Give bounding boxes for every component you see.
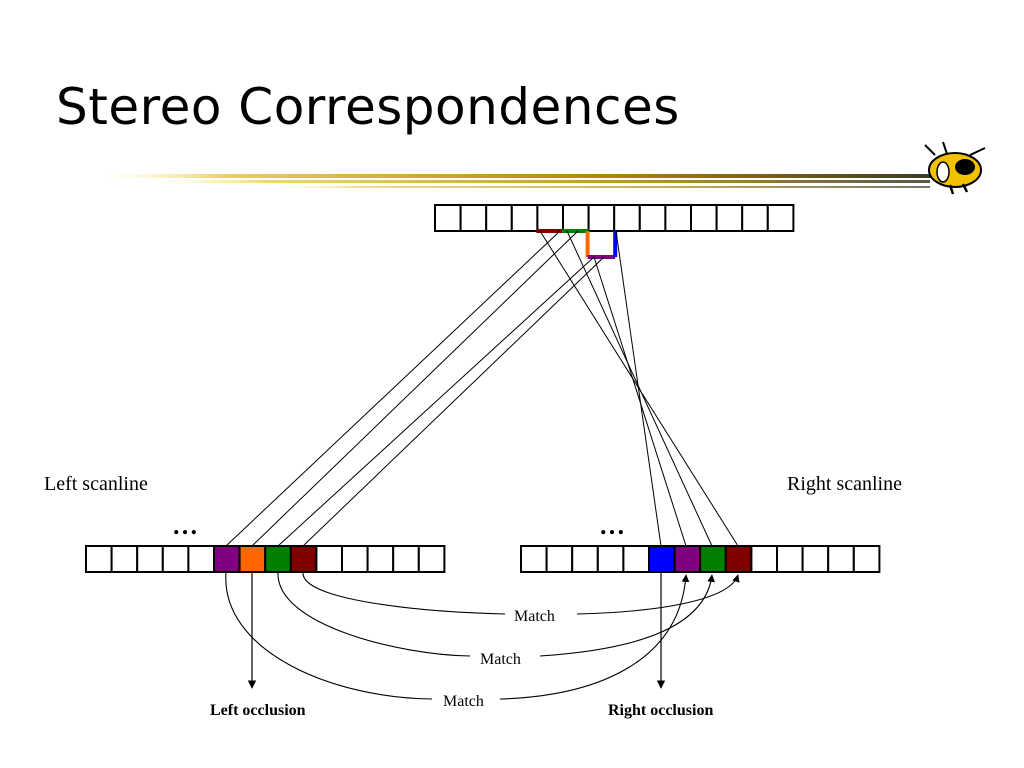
right-scanline-cell — [801, 545, 830, 573]
top-scanline-cell — [587, 204, 616, 232]
left-scanline-cell — [289, 545, 318, 573]
match-curve — [302, 572, 738, 615]
right-scanline-cell — [699, 545, 727, 573]
left-scanline-cell — [213, 545, 241, 573]
top-scanline-cell — [741, 204, 769, 232]
slide-title: Stereo Correspondences — [56, 78, 680, 136]
top-scanline-cell — [638, 204, 667, 232]
projection-line — [251, 230, 579, 547]
right-scanline-cell — [545, 545, 574, 573]
left-ellipsis: … — [172, 511, 198, 540]
left-scanline-cell — [366, 545, 395, 573]
match-label-1: Match — [514, 608, 555, 625]
top-scanline-cell — [459, 204, 488, 232]
projection-line — [225, 230, 561, 547]
right-occlusion-label: Right occlusion — [608, 702, 713, 719]
right-scanline-cell — [750, 545, 779, 573]
left-occlusion-label: Left occlusion — [210, 702, 306, 719]
right-scanline-cell — [724, 545, 753, 573]
match-curve — [277, 572, 712, 657]
right-ellipsis: … — [599, 511, 625, 540]
match-label-3: Match — [443, 693, 484, 710]
left-scanline-cell — [264, 545, 292, 573]
top-scanline-cell — [510, 204, 539, 232]
right-scanline-cell — [571, 545, 599, 573]
projection-line — [277, 256, 595, 547]
left-scanline-label: Left scanline — [44, 473, 148, 495]
top-scanline-cell — [766, 204, 795, 232]
left-scanline-cell — [417, 545, 446, 573]
left-scanline-cell — [238, 545, 267, 573]
yellow-jacket-mascot-icon — [924, 141, 986, 195]
right-scanline-cell — [596, 545, 625, 573]
right-scanline-label: Right scanline — [787, 473, 902, 495]
left-scanline-cell — [315, 545, 343, 573]
left-scanline-cell — [187, 545, 215, 573]
top-scanline-cell — [613, 204, 641, 232]
left-scanline-cell — [341, 545, 369, 573]
top-scanline-cell — [536, 204, 565, 232]
right-scanline-cell — [852, 545, 881, 573]
top-scanline-cell — [562, 204, 590, 232]
right-scanline-cell — [648, 545, 676, 573]
right-scanline-cell — [520, 545, 548, 573]
top-scanline-cell — [715, 204, 744, 232]
projection-line — [539, 230, 739, 547]
title-underline-bar — [100, 174, 935, 188]
top-scanline-cell — [485, 204, 513, 232]
right-scanline-cell — [673, 545, 702, 573]
top-scanline-cell — [664, 204, 693, 232]
projection-line — [593, 256, 687, 547]
left-scanline-cell — [110, 545, 139, 573]
right-scanline-cell — [827, 545, 855, 573]
top-scanline-cell — [690, 204, 718, 232]
projection-line — [302, 256, 605, 547]
top-scanline-cell — [434, 204, 462, 232]
match-curve — [225, 572, 686, 700]
left-scanline-cell — [85, 545, 113, 573]
right-scanline-cell — [622, 545, 651, 573]
left-scanline-cell — [136, 545, 164, 573]
left-scanline-cell — [392, 545, 420, 573]
scanline-diagram — [85, 204, 881, 700]
match-label-2: Match — [480, 651, 521, 668]
left-scanline-cell — [161, 545, 190, 573]
right-scanline-cell — [776, 545, 804, 573]
